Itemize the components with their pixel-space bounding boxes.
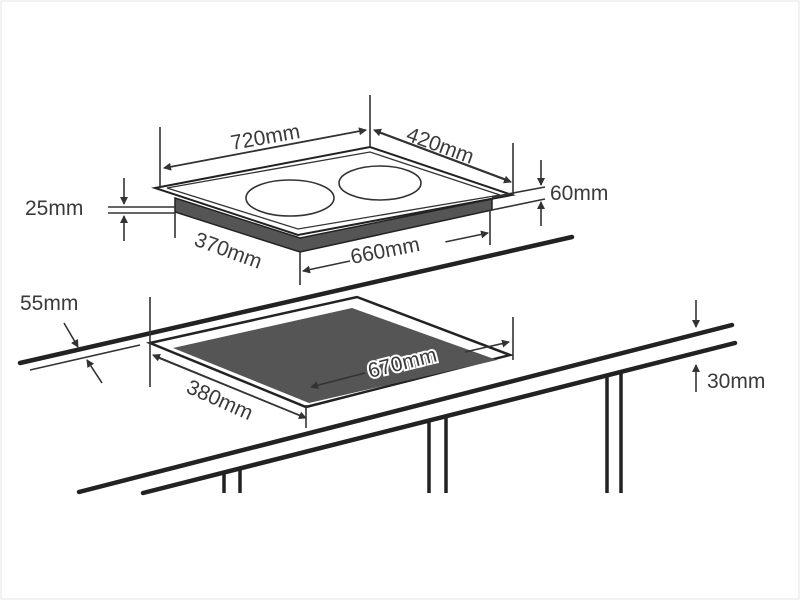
worktop-back-edge	[17, 234, 575, 366]
label-wall-clearance: 55mm	[20, 292, 78, 315]
cooking-zone-left	[245, 179, 335, 217]
label-glass-thickness: 25mm	[25, 197, 83, 220]
worktop-cutout	[145, 295, 515, 409]
label-hob-height: 60mm	[550, 182, 608, 205]
worktop-front-bottom-edge	[140, 340, 738, 496]
cooking-zone-right	[338, 165, 422, 201]
cabinet-legs	[222, 373, 623, 493]
worktop-wall-line	[29, 344, 141, 371]
worktop-front-top-edge	[76, 322, 735, 495]
label-worktop-thickness: 30mm	[707, 370, 765, 393]
cutout-opening	[173, 308, 497, 403]
